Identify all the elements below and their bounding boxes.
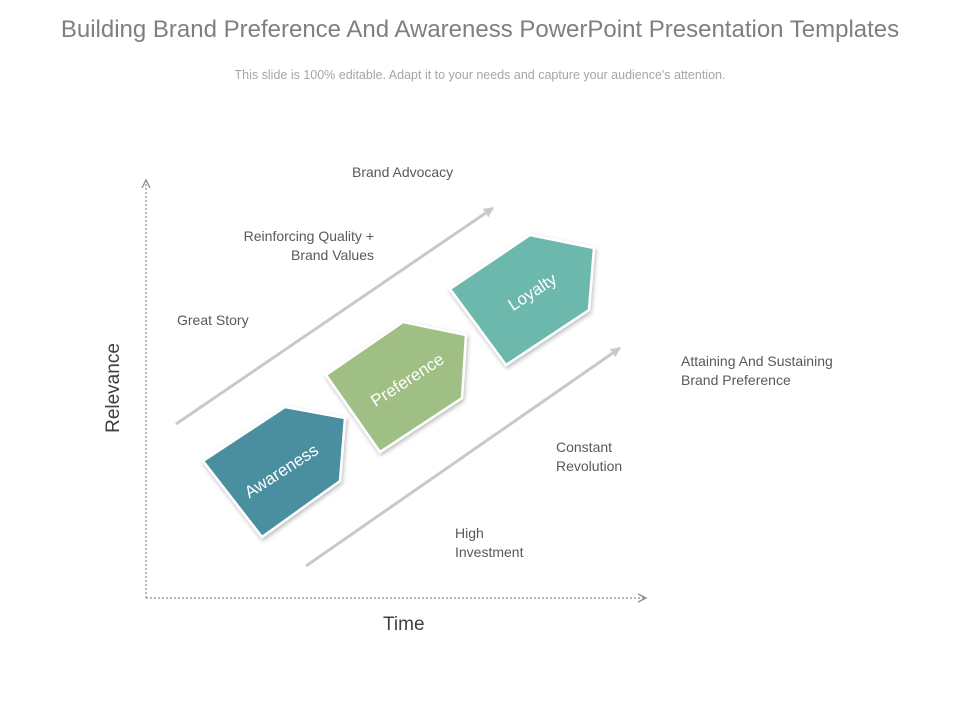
- label-attaining-sustaining: Attaining And Sustaining Brand Preferenc…: [681, 352, 833, 390]
- label-reinforcing-quality: Reinforcing Quality + Brand Values: [208, 227, 374, 265]
- slide-title: Building Brand Preference And Awareness …: [60, 16, 900, 43]
- label-reinforcing-line2: Brand Values: [290, 247, 374, 263]
- label-high-investment: High Investment: [455, 524, 523, 562]
- label-high-line1: High: [455, 525, 484, 541]
- label-attaining-line1: Attaining And Sustaining: [681, 353, 833, 369]
- stage-loyalty: Loyalty: [448, 233, 596, 367]
- y-axis-title: Relevance: [103, 343, 124, 433]
- label-brand-advocacy: Brand Advocacy: [352, 164, 454, 180]
- upper-diagonal-arrow: [175, 206, 494, 426]
- stage-preference-shape: [324, 320, 468, 454]
- x-axis-title: Time: [383, 614, 425, 635]
- stage-awareness: Awareness: [201, 405, 347, 539]
- label-constant-revolution: Constant Revolution: [556, 438, 622, 476]
- label-high-line2: Investment: [455, 544, 524, 560]
- label-great-story: Great Story: [177, 312, 249, 328]
- stage-preference: Preference: [324, 320, 468, 454]
- label-constant-line2: Revolution: [556, 458, 623, 474]
- label-attaining-line2: Brand Preference: [681, 372, 791, 388]
- label-reinforcing-line1: Reinforcing Quality +: [243, 228, 374, 244]
- lower-diagonal-arrow: [305, 346, 621, 568]
- stage-awareness-shape: [201, 405, 347, 539]
- slide-subtitle: This slide is 100% editable. Adapt it to…: [234, 68, 726, 82]
- stage-loyalty-shape: [448, 233, 596, 367]
- label-constant-line1: Constant: [556, 439, 613, 455]
